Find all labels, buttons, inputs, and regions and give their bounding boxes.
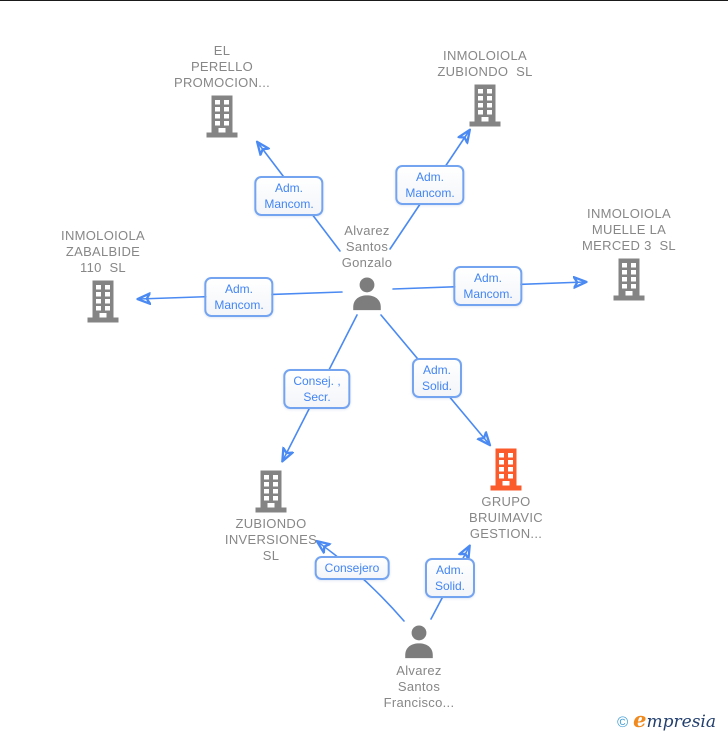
node-zubiondo-inversiones[interactable]: ZUBIONDO INVERSIONES SL (186, 469, 356, 564)
building-icon[interactable] (609, 257, 649, 301)
edge-label-consej-secr: Consej. , Secr. (283, 369, 351, 409)
node-inmoloiola-zabalbide[interactable]: INMOLOIOLA ZABALBIDE 110 SL (18, 228, 188, 323)
building-icon[interactable] (251, 469, 291, 513)
edge-label-adm-mancom-zubiondo: Adm. Mancom. (395, 165, 465, 205)
edge-label-adm-solid-gonzalo: Adm. Solid. (411, 358, 463, 398)
person-icon[interactable] (400, 622, 438, 660)
node-label: EL PERELLO PROMOCION... (173, 43, 271, 90)
edge-label-adm-mancom-el-perello: Adm. Mancom. (254, 176, 324, 216)
node-label: ZUBIONDO INVERSIONES SL (224, 516, 318, 563)
node-inmoloiola-zubiondo[interactable]: INMOLOIOLA ZUBIONDO SL (400, 48, 570, 127)
node-label: GRUPO BRUIMAVIC GESTION... (469, 494, 543, 541)
node-grupo-bruimavic[interactable]: GRUPO BRUIMAVIC GESTION... (421, 447, 591, 542)
building-icon[interactable] (202, 94, 242, 138)
brand-wordmark: empresia (633, 707, 716, 732)
person-icon[interactable] (348, 274, 386, 312)
node-label: Alvarez Santos Francisco... (383, 663, 455, 710)
node-label: INMOLOIOLA MUELLE LA MERCED 3 SL (582, 206, 676, 253)
node-label: INMOLOIOLA ZUBIONDO SL (437, 48, 533, 79)
brand-rest: mpresia (646, 712, 717, 732)
building-icon[interactable] (465, 83, 505, 127)
node-inmoloiola-muelle[interactable]: INMOLOIOLA MUELLE LA MERCED 3 SL (544, 206, 714, 301)
node-el-perello[interactable]: EL PERELLO PROMOCION... (137, 43, 307, 138)
node-alvarez-santos-francisco[interactable]: Alvarez Santos Francisco... (334, 622, 504, 711)
edge-label-consejero: Consejero (314, 556, 390, 580)
building-icon[interactable] (83, 279, 123, 323)
edge-label-adm-solid-francisco: Adm. Solid. (424, 558, 476, 598)
edge-label-adm-mancom-muelle: Adm. Mancom. (453, 266, 523, 306)
node-label: Alvarez Santos Gonzalo (341, 223, 393, 270)
node-label: INMOLOIOLA ZABALBIDE 110 SL (61, 228, 145, 275)
building-icon[interactable] (486, 447, 526, 491)
empresia-logo: © empresia (617, 707, 716, 732)
copyright-icon: © (617, 714, 629, 731)
edge-label-adm-mancom-zabalbide: Adm. Mancom. (204, 277, 274, 317)
node-alvarez-santos-gonzalo[interactable]: Alvarez Santos Gonzalo (282, 223, 452, 312)
brand-initial: e (633, 707, 647, 732)
